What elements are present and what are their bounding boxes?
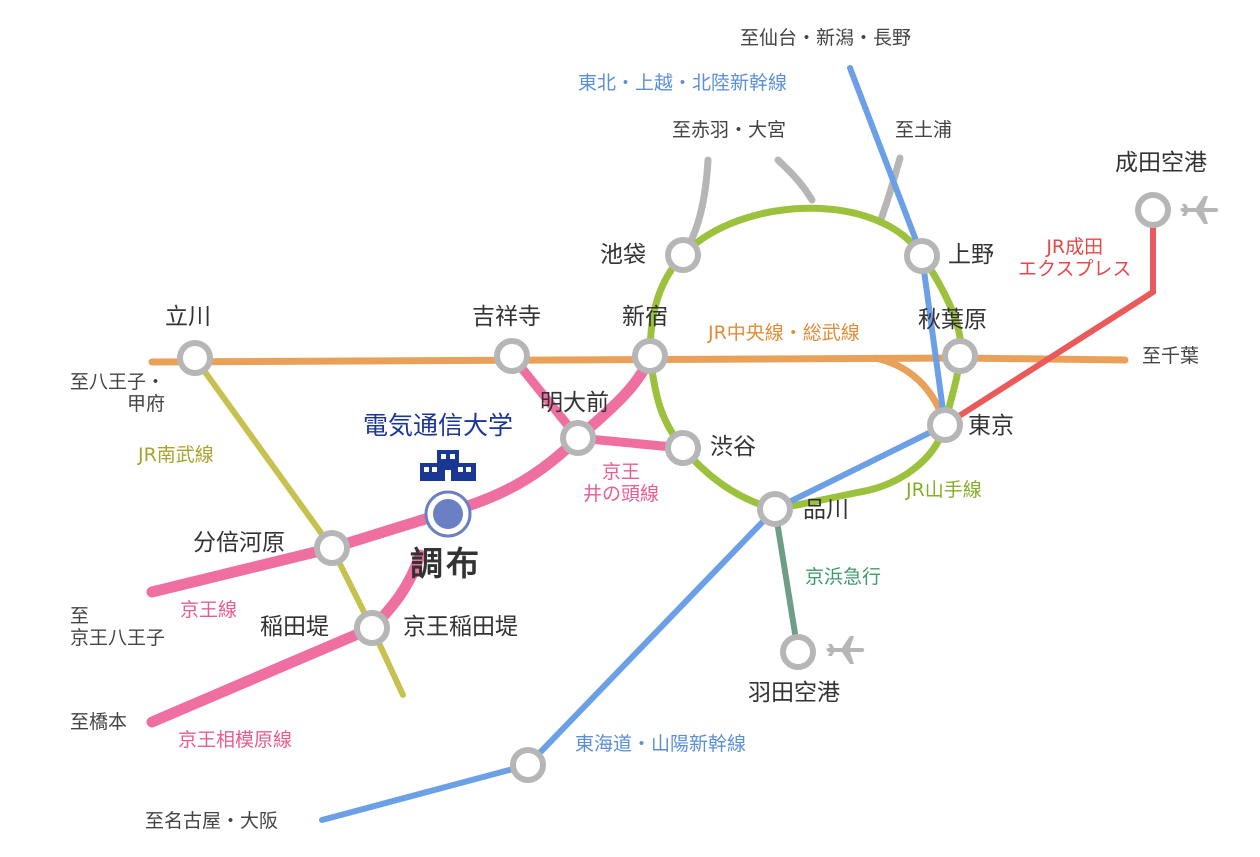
direction-hashimoto: 至橋本 — [70, 711, 128, 733]
station-inadazutsumi-marker[interactable] — [354, 610, 390, 646]
line-label-tokaido: 東海道・山陽新幹線 — [575, 733, 747, 755]
station-kichijoji-marker[interactable] — [494, 338, 530, 374]
station-bubaigawara-marker[interactable] — [314, 530, 350, 566]
station-narita-marker[interactable] — [1135, 192, 1171, 228]
station-ikebukuro-marker[interactable] — [665, 237, 701, 273]
line-label-nambu: JR南武線 — [138, 444, 214, 466]
station-label-akihabara: 秋葉原 — [918, 307, 987, 333]
line-label-narita-express-line1: JR成田 — [1046, 236, 1104, 258]
direction-akabane: 至赤羽・大宮 — [672, 119, 787, 141]
station-akihabara-marker[interactable] — [942, 338, 978, 374]
school-building-icon — [420, 450, 476, 481]
station-nagoya-bound-marker[interactable] — [510, 747, 546, 783]
direction-sendai: 至仙台・新潟・長野 — [740, 27, 912, 49]
station-tokyo-marker[interactable] — [927, 407, 963, 443]
station-tachikawa-marker[interactable] — [177, 340, 213, 376]
line-label-inokashira-line1: 京王 — [602, 461, 641, 483]
line-label-inokashira: 京王 井の頭線 — [583, 461, 660, 506]
line-ueno-north-spur — [774, 156, 816, 204]
line-nambu — [192, 355, 406, 698]
line-narita-express — [942, 207, 1156, 428]
line-label-keikyu: 京浜急行 — [805, 566, 882, 588]
station-label-haneda: 羽田空港 — [748, 680, 840, 706]
direction-tsuchiura: 至土浦 — [895, 119, 953, 141]
station-haneda-marker[interactable] — [780, 634, 816, 670]
station-label-ueno: 上野 — [948, 242, 994, 268]
line-tsuchiura-spur — [876, 154, 904, 226]
direction-hachioji-kofu: 至八王子・ 甲府 — [70, 371, 166, 416]
line-label-inokashira-line2: 井の頭線 — [583, 482, 660, 505]
station-label-meidaimae: 明大前 — [540, 390, 609, 416]
station-shinjuku-marker[interactable] — [632, 338, 668, 374]
direction-chiba: 至千葉 — [1142, 345, 1200, 367]
station-label-tachikawa: 立川 — [165, 304, 211, 330]
line-label-narita-express-line2: エクスプレス — [1018, 257, 1132, 280]
station-meidaimae-marker[interactable] — [560, 420, 596, 456]
station-shinagawa-marker[interactable] — [757, 491, 793, 527]
line-label-sagamihara: 京王相模原線 — [178, 729, 293, 751]
line-tokaido — [319, 422, 948, 823]
station-shibuya-marker[interactable] — [665, 430, 701, 466]
line-label-narita-express: JR成田 エクスプレス — [1018, 236, 1132, 281]
station-label-kichijoji: 吉祥寺 — [472, 304, 541, 330]
station-label-chofu: 調布 — [410, 544, 482, 583]
line-label-keio: 京王線 — [180, 599, 238, 621]
direction-keio-hachioji: 至 京王八王子 — [70, 605, 166, 650]
station-label-tokyo: 東京 — [968, 413, 1014, 439]
station-label-shibuya: 渋谷 — [710, 434, 756, 460]
station-label-shinagawa: 品川 — [803, 497, 849, 523]
airplane-icon — [1180, 196, 1219, 224]
station-label-keio-inadazutsumi: 京王稲田堤 — [403, 614, 518, 640]
airplane-icon — [826, 636, 865, 664]
station-label-bubaigawara: 分倍河原 — [193, 530, 285, 556]
station-label-shinjuku: 新宿 — [622, 304, 668, 330]
station-ueno-marker[interactable] — [904, 238, 940, 274]
line-label-shinkansen-north: 東北・上越・北陸新幹線 — [578, 72, 788, 94]
line-keikyu — [772, 506, 801, 655]
direction-nagoya: 至名古屋・大阪 — [145, 810, 279, 832]
line-label-chuo: JR中央線・総武線 — [708, 322, 860, 344]
station-label-inadazutsumi: 稲田堤 — [260, 614, 329, 640]
station-chofu-dot — [433, 499, 463, 529]
direction-hachioji-kofu-line2: 甲府 — [127, 392, 166, 415]
direction-keio-hachioji-line1: 至 — [70, 605, 90, 627]
university-name: 電気通信大学 — [363, 411, 514, 440]
line-label-yamanote: JR山手線 — [906, 479, 982, 501]
direction-keio-hachioji-line2: 京王八王子 — [70, 626, 166, 649]
direction-hachioji-kofu-line1: 至八王子・ — [70, 371, 166, 393]
station-label-narita: 成田空港 — [1115, 150, 1207, 176]
station-label-ikebukuro: 池袋 — [600, 242, 646, 268]
